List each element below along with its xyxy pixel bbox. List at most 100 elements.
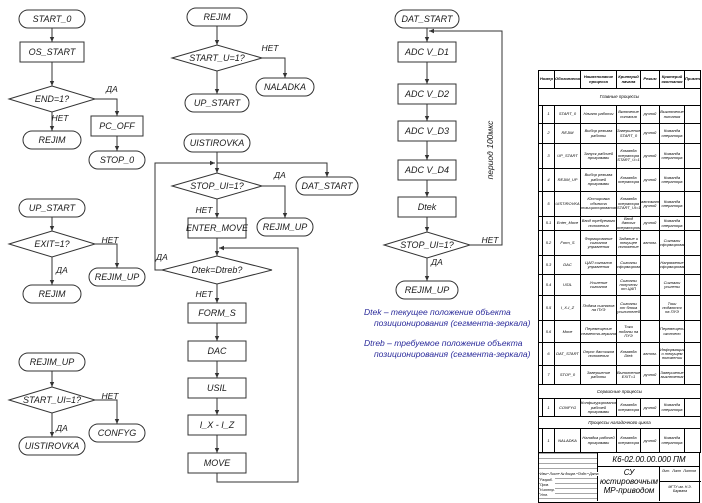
table-cell [684,365,701,386]
decision-stop_ui_q_a [170,172,264,200]
column-header: Режим [640,70,660,89]
node-label-adc2: ADC V_D2 [404,89,449,99]
note-dtreb: Dtreb – требуемое положение объекта пози… [364,338,530,360]
table-cell: ручной [640,365,660,386]
process-ix_iz [187,414,247,436]
node-label-exit_q: EXIT=1? [34,239,69,249]
terminator-up_start_b [184,93,250,113]
title-block: К6-02.00.00.000 ПМ СУ юстировочным МР-пр… [538,453,701,503]
node-label-start_u_q: START_U=1? [189,53,244,63]
column-header: Критерий окончания [659,70,685,89]
process-os_start [19,41,85,63]
connector-line [95,98,120,116]
node-label-stop_ui_q_a: STOP_UI=1? [190,181,244,191]
table-cell: NALADKA [554,428,581,454]
connector-line [95,243,120,268]
title-block-label: Пров. [540,483,555,488]
node-label-rejim_up_a: REJIM_UP [95,272,140,282]
table-cell [684,398,701,418]
column-header: Наименование процесса [580,70,617,89]
table-cell: Сигналы получены от ЦАП [616,274,641,297]
table-cell: Токи поданы на ПУЭ [616,320,641,344]
table-cell: Сигналы усилены [659,274,685,297]
sheet-info-row: Лит. Лист Листов [662,469,696,474]
node-label-usil: USIL [207,383,227,393]
terminator-rejim_a [22,130,82,150]
title-block-separator [597,453,598,502]
table-cell [684,230,701,257]
node-label-uistirovka_b: UISTIROVKA [190,138,245,148]
connector-line [262,57,288,78]
terminator-up_start_a [18,198,86,218]
terminator-rejim_c [186,7,248,27]
node-label-naladka: NALADKA [264,82,306,92]
table-cell: Enter_Move [554,215,581,232]
title-block-label: Разраб. [540,478,555,483]
table-cell: REJIM_UP [554,168,581,192]
table-cell: ЦАП сигналов управления [580,255,617,276]
table-cell: Опрос датчиков положения [580,342,617,367]
node-label-start_ui_q: START_UI=1? [23,395,81,405]
node-label-end_q: END=1? [35,94,69,104]
table-cell: Команда оператора [659,123,685,144]
node-label-rejim_up_c: REJIM_UP [263,222,308,232]
table-cell [640,295,660,322]
table-cell: Начало работы [580,105,617,124]
no-label: НЕТ [482,235,500,245]
node-label-enter_move: ENTER_MOVE [186,223,249,233]
table-cell: 5.2 [542,230,555,257]
node-label-rejim_c: REJIM [204,12,232,22]
node-label-move: MOVE [204,458,232,468]
node-label-pc_off: PC_OFF [99,121,135,131]
node-label-stop_ui_q_b: STOP_UI=1? [400,240,454,250]
yes-label: ДА [155,252,168,262]
terminator-rejim_up_d [395,280,459,300]
lit-label: Лит. [662,469,671,474]
process-adc3 [397,120,457,142]
note-dtreb-line1: Dtreb – требуемое положение объекта [364,338,523,348]
title-block-label: Изм. [540,472,548,477]
terminator-rejim_up_c [256,217,314,237]
section-title: Сервисные процессы [538,384,701,400]
table-cell: I_X-I_Z [554,295,581,322]
terminator-uistirovka_a [18,436,86,456]
decision-start_ui_q [7,386,97,414]
table-cell: CONFYG [554,398,581,418]
title-block-side-labels: Разраб.Пров.Н.контр.Утв. [540,478,555,498]
process-adc4 [397,159,457,181]
no-label: НЕТ [102,391,120,401]
title-block-label: Лист [549,472,559,477]
table-cell: Команда оператора [659,143,685,169]
process-dtek [397,196,457,218]
table-cell: Подача сигналов на ПУЭ [580,295,617,322]
connector-line [95,399,120,424]
table-cell: Сигналы от блока усилителей [616,295,641,322]
table-cell: ручной [640,215,660,232]
no-label: НЕТ [102,235,120,245]
terminator-confyg [88,423,146,443]
no-label: НЕТ [52,113,70,123]
title-block-separator [659,467,660,502]
table-cell: Сигналы сформированы [659,230,685,257]
table-cell: Команда Dtek [616,342,641,367]
terminator-rejim_up_a [88,267,146,287]
column-header: Критерий начала [616,70,641,89]
table-cell: Включение питания [616,105,641,124]
process-dac [187,340,247,362]
column-header: Обозначение [554,70,581,89]
table-cell: Перемещение сегмента-зеркала [580,320,617,344]
note-dtreb-line2: позиционирования (сегмента-зеркала) [374,349,531,359]
table-cell [684,428,701,454]
